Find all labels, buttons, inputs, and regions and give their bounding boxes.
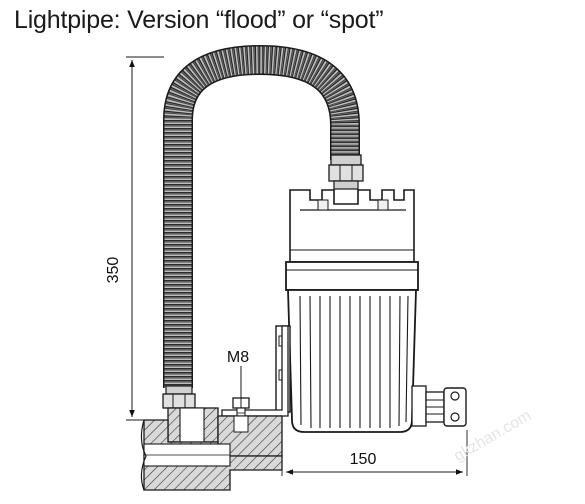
hose-top-nut: [328, 154, 364, 190]
width-dimension-label: 150: [350, 451, 377, 468]
lamp-housing-ring: [285, 261, 419, 291]
hose-bottom-fitting: [162, 385, 196, 409]
width-dimension: [281, 430, 468, 476]
cable-gland: [411, 385, 467, 427]
page-title: Lightpipe: Version “flood” or “spot”: [14, 6, 384, 34]
mounting-base-section: [140, 407, 283, 491]
height-dimension-label: 350: [105, 257, 122, 284]
lamp-housing-body: [287, 289, 417, 433]
height-dimension: [126, 56, 164, 421]
flexible-hose: [163, 44, 360, 388]
screw-thread-label: M8: [227, 349, 249, 366]
lamp-housing-top: [289, 189, 415, 263]
